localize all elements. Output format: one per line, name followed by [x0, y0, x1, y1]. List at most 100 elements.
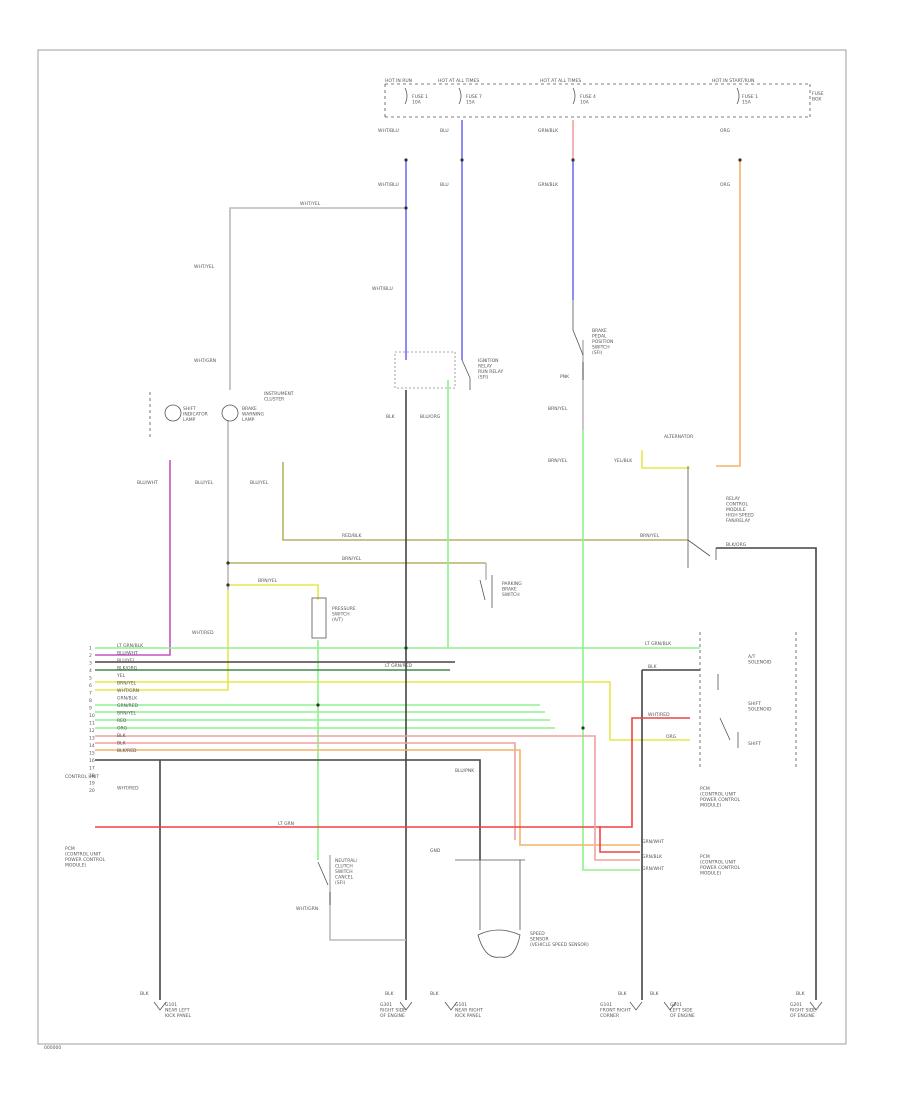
connector-pin-number: 4 — [89, 668, 92, 674]
connector-pin-number: 1 — [89, 646, 92, 652]
connector-pin-number: 13 — [89, 736, 95, 742]
footer-code: 000000 — [44, 1045, 61, 1051]
connector-pin-number: 19 — [89, 781, 95, 787]
connector-pin-number: 10 — [89, 713, 95, 719]
wire-label-brn-yel-4: BRN/YEL — [342, 556, 362, 562]
alternator-label: ALTERNATOR — [664, 434, 693, 440]
fuse-header-4: HOT IN START/RUN — [712, 78, 754, 84]
wire-label-lt-grn-blk: LT GRN/BLK — [645, 641, 672, 647]
wire-label-org-2: ORG — [720, 182, 731, 188]
connector-pin-number: 6 — [89, 683, 92, 689]
connector-pin-number: 11 — [89, 721, 95, 727]
wire-label-blu-wht: BLU/WHT — [137, 480, 158, 486]
wire-label-wht-red-m: WHT/RED — [192, 630, 214, 636]
wire-label-blu-pnk: BLU/PNK — [455, 768, 475, 774]
connector-wire-color: YEL — [116, 673, 126, 679]
wire-label-grn-blk: GRN/BLK — [642, 854, 663, 860]
wire-label-blu-yel-a: BLU/YEL — [195, 480, 214, 486]
wire-label-wht-red-r: WHT/RED — [648, 712, 670, 718]
wire-label-brn-yel-5: BRN/YEL — [258, 578, 278, 584]
connector-pin-number: 8 — [89, 698, 92, 704]
solenoid-c-label: SHIFT — [748, 741, 761, 747]
connector-wire-color: GRN/BLK — [117, 696, 138, 702]
pcm-connector: 1LT GRN/BLK2BLU/WHT3BLU/YEL4BLK/ORG5YEL6… — [89, 643, 144, 794]
wire-label-wht-grn: WHT/GRN — [194, 358, 216, 364]
wire-label-brn-yel-3: BRN/YEL — [640, 533, 660, 539]
wire-label-blk-r1: BLK — [648, 664, 658, 670]
wire-label-brn-yel-1: BRN/YEL — [548, 406, 568, 412]
wire-label-blk-1: BLK — [386, 414, 396, 420]
wire-label-wht-yel-1: WHT/YEL — [300, 201, 321, 207]
wire-label-wht-yel-2: WHT/YEL — [194, 264, 215, 270]
wire-label-blu-yel-b: BLU/YEL — [250, 480, 269, 486]
wire-label-org-1: ORG — [720, 128, 731, 134]
connector-wire-color: BLK/RED — [117, 748, 137, 754]
fuse-header-2: HOT AT ALL TIMES — [438, 78, 479, 84]
diagram-frame — [37, 49, 847, 1045]
wire-label-lt-grn: LT GRN — [278, 821, 294, 827]
wire-label-grn-blk-2: GRN/BLK — [538, 182, 559, 188]
wire-label-grn-blk-1: GRN/BLK — [538, 128, 559, 134]
connector-pin-number: 2 — [89, 653, 92, 659]
wire-label-blu-1: BLU — [440, 128, 449, 134]
connector-pin-number: 20 — [89, 788, 95, 794]
wire-label-lt-grn-red: LT GRN/RED — [385, 663, 413, 669]
wire-label-wht-blu-3: WHT/BLU — [372, 286, 393, 292]
connector-pin-number: 9 — [89, 706, 92, 712]
connector-wire-color: LT GRN/BLK — [117, 643, 144, 649]
wire-labels: WHT/BLU BLU GRN/BLK ORG WHT/BLU BLU GRN/… — [137, 128, 806, 997]
connector-wire-color: RED — [117, 718, 127, 724]
wire-label-blu-2: BLU — [440, 182, 449, 188]
connector-pin-number: 14 — [89, 743, 95, 749]
connector-wire-color: BLK/ORG — [117, 666, 138, 672]
connector-pin-number: 3 — [89, 661, 92, 667]
connector-pin-number: 15 — [89, 751, 95, 757]
connector-pin-number: 17 — [89, 766, 95, 772]
connector-pin-number: 7 — [89, 691, 92, 697]
wire-label-wht-grn-m: WHT/GRN — [296, 906, 318, 912]
fuse-header-3: HOT AT ALL TIMES — [540, 78, 581, 84]
connector-pin-number: 12 — [89, 728, 95, 734]
wire-label-yel-blk: YEL/BLK — [613, 458, 633, 464]
connector-wire-color: WHT/GRN — [117, 688, 139, 694]
wire-label-blk-c: BLK — [430, 991, 440, 997]
splices — [226, 158, 742, 730]
wire-label-brn-yel-2: BRN/YEL — [548, 458, 568, 464]
connector-wire-color: BRN/YEL — [117, 711, 137, 717]
wire-label-org-r: ORG — [666, 734, 677, 740]
connector-wire-color: BLU/YEL — [117, 658, 136, 664]
wire-label-blk-b: BLK — [385, 991, 395, 997]
fuse-header-1: HOT IN RUN — [385, 78, 412, 84]
